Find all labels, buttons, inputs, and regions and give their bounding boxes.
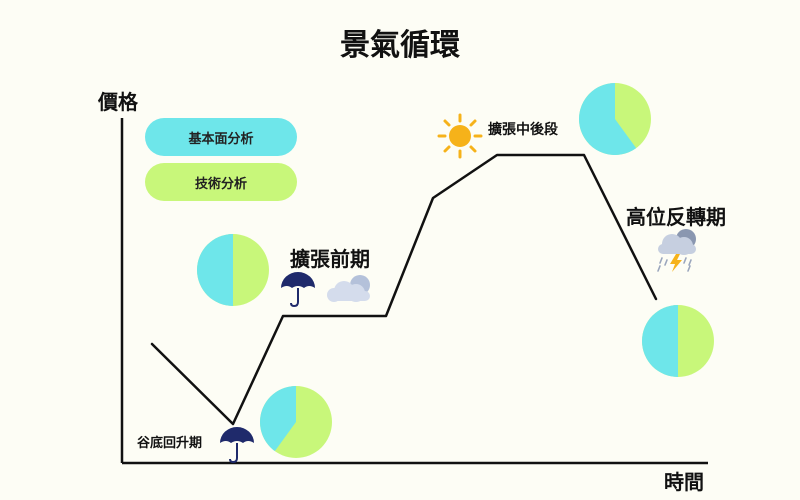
diagram-title: 景氣循環 xyxy=(340,28,460,63)
pie-mid-late-expansion xyxy=(579,83,651,155)
legend-technical-analysis: 技術分析 xyxy=(145,163,297,201)
price-cycle-line xyxy=(150,153,658,426)
y-axis-label: 價格 xyxy=(98,90,138,114)
stage-label-mid-late-expansion: 擴張中後段 xyxy=(488,122,558,138)
legend-fundamental-analysis: 基本面分析 xyxy=(145,118,297,156)
stage-label-trough-recovery: 谷底回升期 xyxy=(137,436,203,451)
pie-early-expansion xyxy=(197,234,269,306)
pie-slice-fundamental xyxy=(197,234,233,306)
pie-peak-reversal xyxy=(642,305,714,377)
sun-icon xyxy=(437,113,483,159)
umbrella-icon xyxy=(281,272,315,308)
pie-slice-fundamental xyxy=(259,386,296,452)
stage-label-peak-reversal: 高位反轉期 xyxy=(626,205,726,229)
legend-technical-label: 技術分析 xyxy=(194,176,247,192)
cloud-icon xyxy=(327,275,370,302)
thunderstorm-icon xyxy=(657,229,696,272)
stage-label-early-expansion: 擴張前期 xyxy=(290,247,370,271)
umbrella-icon xyxy=(220,427,254,464)
pie-slice-fundamental xyxy=(642,305,678,377)
pie-slice-fundamental xyxy=(579,83,637,155)
x-axis-label: 時間 xyxy=(664,470,704,494)
pie-trough-recovery xyxy=(259,386,332,458)
legend-fundamental-label: 基本面分析 xyxy=(188,131,254,147)
